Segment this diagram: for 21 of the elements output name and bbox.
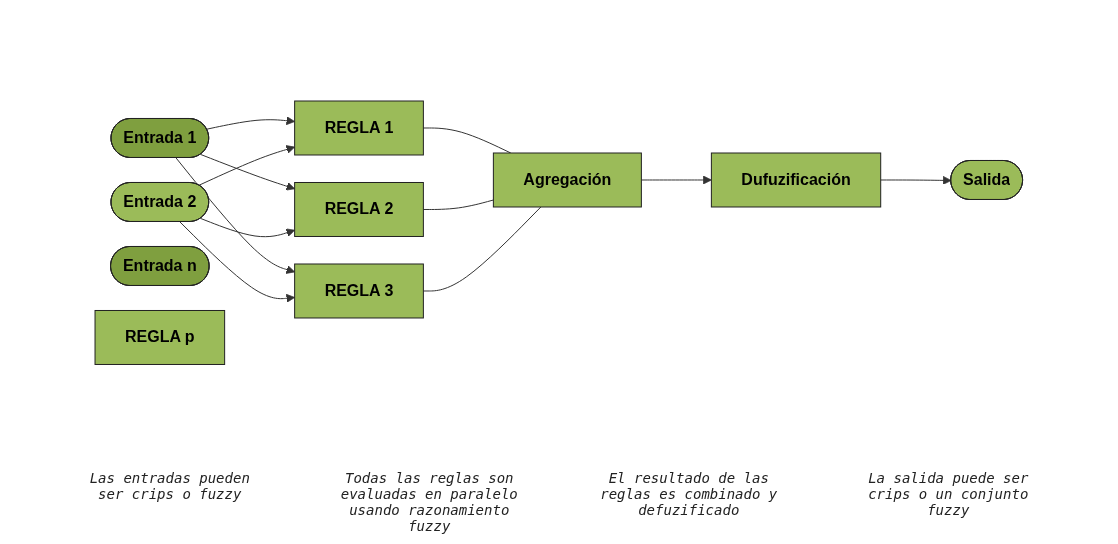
connector <box>423 199 495 211</box>
arrow <box>198 145 296 187</box>
note-text: La salida puede ser crips o un conjunto fuzzy <box>867 470 1030 520</box>
node-box: Dufuzificación <box>711 152 882 208</box>
arrow <box>641 175 712 185</box>
arrow <box>200 218 296 238</box>
arrow <box>179 221 296 303</box>
note-text: Todas las reglas son evaluadas en paralelo usando razonamiento fuzzy <box>339 470 519 534</box>
arrow <box>200 154 296 191</box>
note-text: Las entradas pueden ser crips o fuzzy <box>88 470 251 504</box>
arrow <box>880 176 952 186</box>
node-box: REGLA 1 <box>294 100 425 156</box>
arrow <box>206 116 296 130</box>
connector <box>423 206 542 292</box>
arrow <box>175 157 296 275</box>
node-box: Agregación <box>493 152 643 208</box>
node-box: REGLA 3 <box>294 263 425 319</box>
note-text: El resultado de las reglas es combinado y defuzificado <box>599 470 779 520</box>
node-box: REGLA 2 <box>294 182 425 238</box>
connector <box>423 127 512 154</box>
node-box: REGLA p <box>94 310 226 366</box>
